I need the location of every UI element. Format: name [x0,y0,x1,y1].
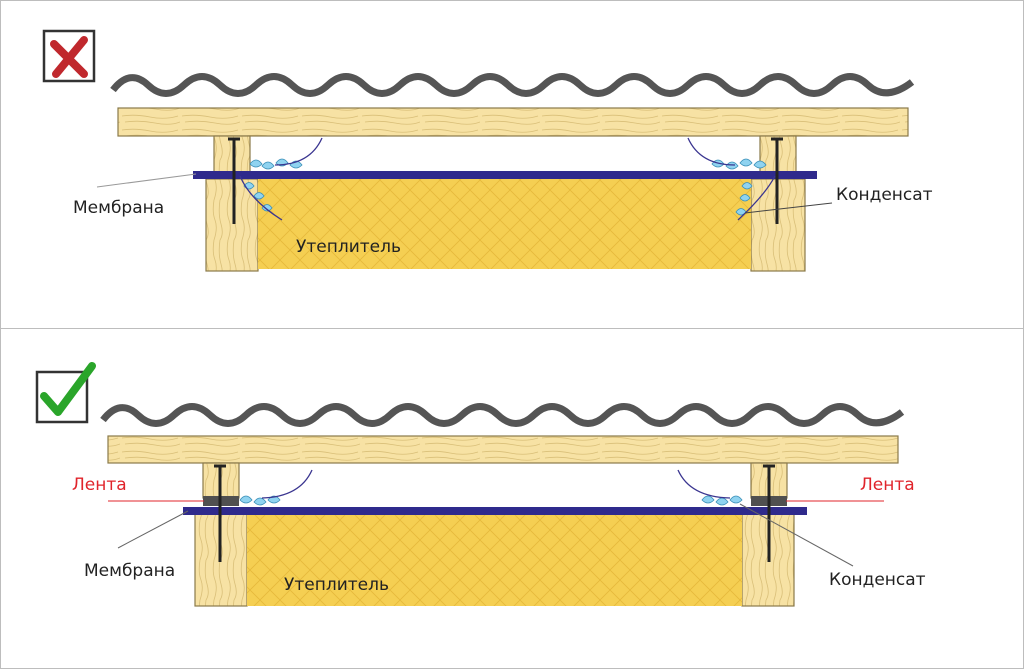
leader-condensate-top [744,202,833,214]
leader-membrane-top [96,173,197,188]
roofing-sheet [110,73,915,97]
label-tape-left: Лента [72,475,127,495]
label-tape-right: Лента [860,475,915,495]
counter-batten-board [117,107,909,137]
leader-membrane-bottom [117,510,189,549]
label-membrane-top: Мембрана [73,198,164,218]
panel-incorrect [0,0,1024,329]
flow-arrows-top [239,137,776,221]
roofing-sheet-bottom [100,403,905,427]
label-insulation-bottom: Утеплитель [284,575,389,595]
check-mark-icon [35,362,96,424]
insulation-layer-bottom [247,514,742,606]
label-condensate-bottom: Конденсат [829,570,926,590]
panel-correct [0,328,1024,669]
rafter-left [205,178,259,272]
leader-condensate-bottom [739,503,854,567]
insulation-layer [258,179,751,269]
flow-arrows-bottom [261,469,731,499]
label-insulation-top: Утеплитель [296,237,401,257]
membrane-layer-bottom [183,507,807,515]
condensate-drops-bottom [239,495,743,506]
cross-mark-icon [42,29,96,83]
label-condensate-top: Конденсат [836,185,933,205]
membrane-layer [193,171,817,179]
label-membrane-bottom: Мембрана [84,561,175,581]
batten-left [213,135,251,175]
counter-batten-board-bottom [107,435,899,464]
